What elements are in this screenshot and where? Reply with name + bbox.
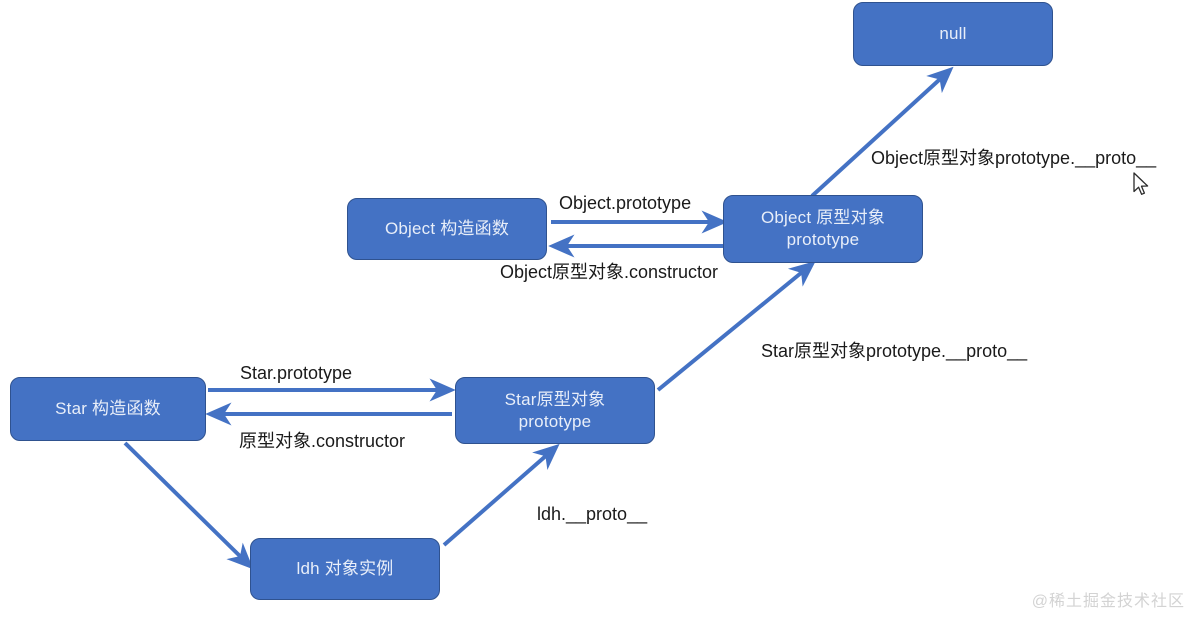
label-ldh-proto: ldh.__proto__ (537, 504, 648, 524)
node-star-prototype-label-line1: Star原型对象 (504, 389, 606, 409)
label-object-proto-to-null: Object原型对象prototype.__proto__ (871, 148, 1157, 168)
label-star-prototype-constructor: 原型对象.constructor (239, 431, 406, 451)
node-object-prototype-label-line2: prototype (786, 230, 860, 249)
node-ldh-instance[interactable]: ldh 对象实例 (250, 538, 440, 600)
node-ldh-instance-label: ldh 对象实例 (296, 559, 394, 579)
label-star-prototype-link: Star.prototype (240, 363, 353, 383)
node-star-constructor[interactable]: Star 构造函数 (10, 377, 206, 441)
label-object-prototype-link: Object.prototype (559, 193, 692, 213)
node-star-constructor-label: Star 构造函数 (55, 399, 161, 419)
watermark: @稀土掘金技术社区 (1031, 593, 1185, 610)
arrow-star-constructor-to-ldh (123, 441, 254, 570)
label-object-prototype-constructor: Object原型对象.constructor (500, 262, 719, 282)
arrow-ldh-to-star-prototype (442, 443, 560, 547)
node-star-prototype-label-line2: prototype (518, 411, 592, 431)
node-null-label: null (939, 24, 967, 44)
label-star-proto-to-object: Star原型对象prototype.__proto__ (761, 341, 1028, 361)
node-object-prototype[interactable]: Object 原型对象 prototype (723, 195, 923, 263)
node-star-prototype[interactable]: Star原型对象 prototype (455, 377, 655, 444)
node-null[interactable]: null (853, 2, 1053, 66)
node-object-constructor[interactable]: Object 构造函数 (347, 198, 547, 260)
arrow-star-prototype-to-object-prototype (656, 260, 816, 392)
node-object-constructor-label: Object 构造函数 (384, 219, 510, 239)
arrow-object-prototype-to-null (810, 66, 954, 198)
arrow-pointer-cursor (1133, 172, 1149, 195)
node-object-prototype-label-line1: Object 原型对象 (760, 208, 886, 228)
